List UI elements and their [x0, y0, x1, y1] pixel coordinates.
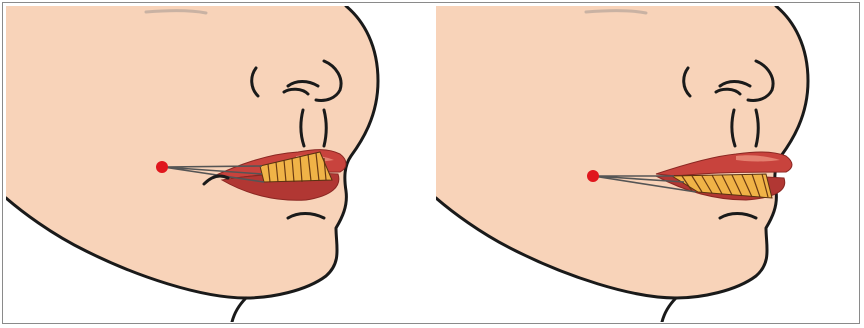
neck-line: [662, 298, 676, 322]
face-illustration-right: [436, 6, 858, 322]
anchor-point: [587, 170, 599, 182]
neck-line: [232, 298, 246, 322]
anchor-point: [156, 161, 168, 173]
face-illustration-left: [6, 6, 430, 322]
panel-right: [436, 6, 858, 322]
panel-left: [6, 6, 430, 322]
